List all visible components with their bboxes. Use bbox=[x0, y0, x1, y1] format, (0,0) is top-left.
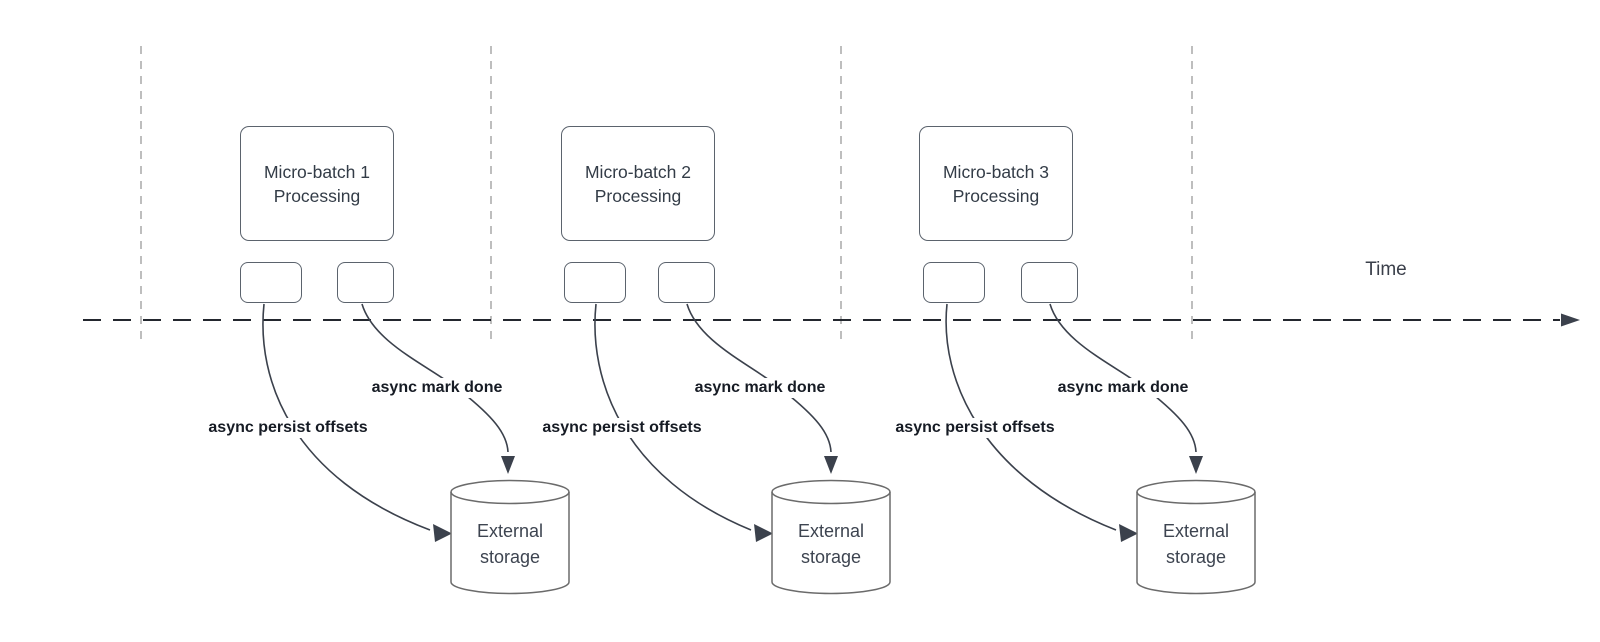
mark-done-arrowhead-1 bbox=[501, 456, 515, 474]
time-axis-label: Time bbox=[1365, 259, 1407, 280]
external-storage-label-2: External storage bbox=[798, 518, 864, 570]
persist-offsets-curve-3 bbox=[945, 303, 1117, 531]
external-storage-label-1-line2: storage bbox=[479, 547, 541, 567]
persist-offsets-arrowhead-3 bbox=[1119, 524, 1138, 542]
micro-batch-1-title-line2: Processing bbox=[273, 185, 361, 206]
mark-done-label-1: async mark done bbox=[368, 378, 506, 398]
micro-batch-1-done-task-box bbox=[337, 262, 394, 303]
micro-batch-1-title-line1: Micro-batch 1 bbox=[263, 161, 370, 182]
micro-batch-2-title-line2: Processing bbox=[594, 185, 682, 206]
external-storage-label-3: External storage bbox=[1163, 518, 1229, 570]
persist-offsets-label-1: async persist offsets bbox=[205, 418, 371, 438]
mark-done-arrowhead-3 bbox=[1189, 456, 1203, 474]
micro-batch-2-title-line1: Micro-batch 2 bbox=[584, 161, 691, 182]
micro-batch-2-offset-task-box bbox=[564, 262, 626, 303]
persist-offsets-arrowhead-1 bbox=[433, 524, 452, 542]
micro-batch-2-done-task-box bbox=[658, 262, 715, 303]
external-storage-cylinder-rim-1 bbox=[450, 491, 570, 505]
mark-done-arrowhead-2 bbox=[824, 456, 838, 474]
external-storage-label-1-line1: External bbox=[476, 521, 544, 541]
time-axis-arrowhead-icon bbox=[1561, 313, 1580, 327]
micro-batch-1-processing-box: Micro-batch 1 Processing bbox=[240, 126, 394, 241]
external-storage-cylinder-1 bbox=[450, 479, 570, 595]
persist-offsets-arrowhead-2 bbox=[754, 524, 773, 542]
external-storage-label-3-line2: storage bbox=[1165, 547, 1227, 567]
external-storage-cylinder-rim-2 bbox=[771, 491, 891, 505]
micro-batch-3-processing-box: Micro-batch 3 Processing bbox=[919, 126, 1073, 241]
external-storage-cylinder-rim-3 bbox=[1136, 491, 1256, 505]
external-storage-label-1: External storage bbox=[477, 518, 543, 570]
external-storage-cylinder-2 bbox=[771, 479, 891, 595]
micro-batch-2-processing-box: Micro-batch 2 Processing bbox=[561, 126, 715, 241]
micro-batch-3-done-task-box bbox=[1021, 262, 1078, 303]
persist-offsets-curve-1 bbox=[262, 303, 431, 531]
persist-offsets-curve-2 bbox=[594, 303, 752, 531]
external-storage-label-3-line1: External bbox=[1162, 521, 1230, 541]
persist-offsets-label-2: async persist offsets bbox=[539, 418, 705, 438]
persist-offsets-label-3: async persist offsets bbox=[892, 418, 1058, 438]
micro-batch-3-offset-task-box bbox=[923, 262, 985, 303]
micro-batch-3-title-line1: Micro-batch 3 bbox=[942, 161, 1049, 182]
mark-done-label-3: async mark done bbox=[1054, 378, 1192, 398]
micro-batch-3-title-line2: Processing bbox=[952, 185, 1040, 206]
external-storage-label-2-line2: storage bbox=[800, 547, 862, 567]
mark-done-label-2: async mark done bbox=[691, 378, 829, 398]
external-storage-cylinder-3 bbox=[1136, 479, 1256, 595]
micro-batch-1-offset-task-box bbox=[240, 262, 302, 303]
external-storage-label-2-line1: External bbox=[797, 521, 865, 541]
